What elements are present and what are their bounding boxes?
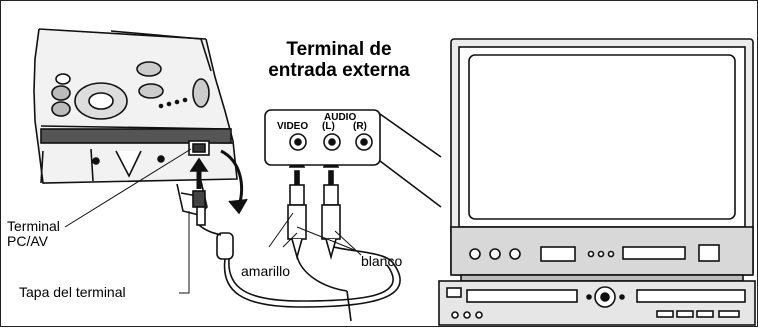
title: Terminal de entrada externa <box>249 39 429 81</box>
av-cable <box>198 224 401 322</box>
audio-label: AUDIO <box>324 112 357 123</box>
title-line-2: entrada externa <box>268 60 410 81</box>
jack-panel <box>264 109 442 208</box>
terminal-pc-av-line-1: Terminal <box>7 218 60 234</box>
callout-leaders <box>64 148 362 294</box>
terminal-pc-av-line-2: PC/AV <box>7 233 48 249</box>
video-label: VIDEO <box>277 121 309 132</box>
title-line-1: Terminal de <box>286 39 392 60</box>
video-recorder-illustration <box>438 280 756 326</box>
camera-illustration <box>33 28 248 260</box>
yellow-label: amarillo <box>241 263 291 279</box>
terminal-pc-av-label: Terminal PC/AV <box>7 219 60 249</box>
audio-right-label: (R) <box>353 121 367 132</box>
terminal-cover-label: Tapa del terminal <box>19 284 126 300</box>
white-label: blanco <box>361 253 403 269</box>
audio-left-label: (L) <box>322 121 335 132</box>
tv-illustration <box>450 38 754 282</box>
